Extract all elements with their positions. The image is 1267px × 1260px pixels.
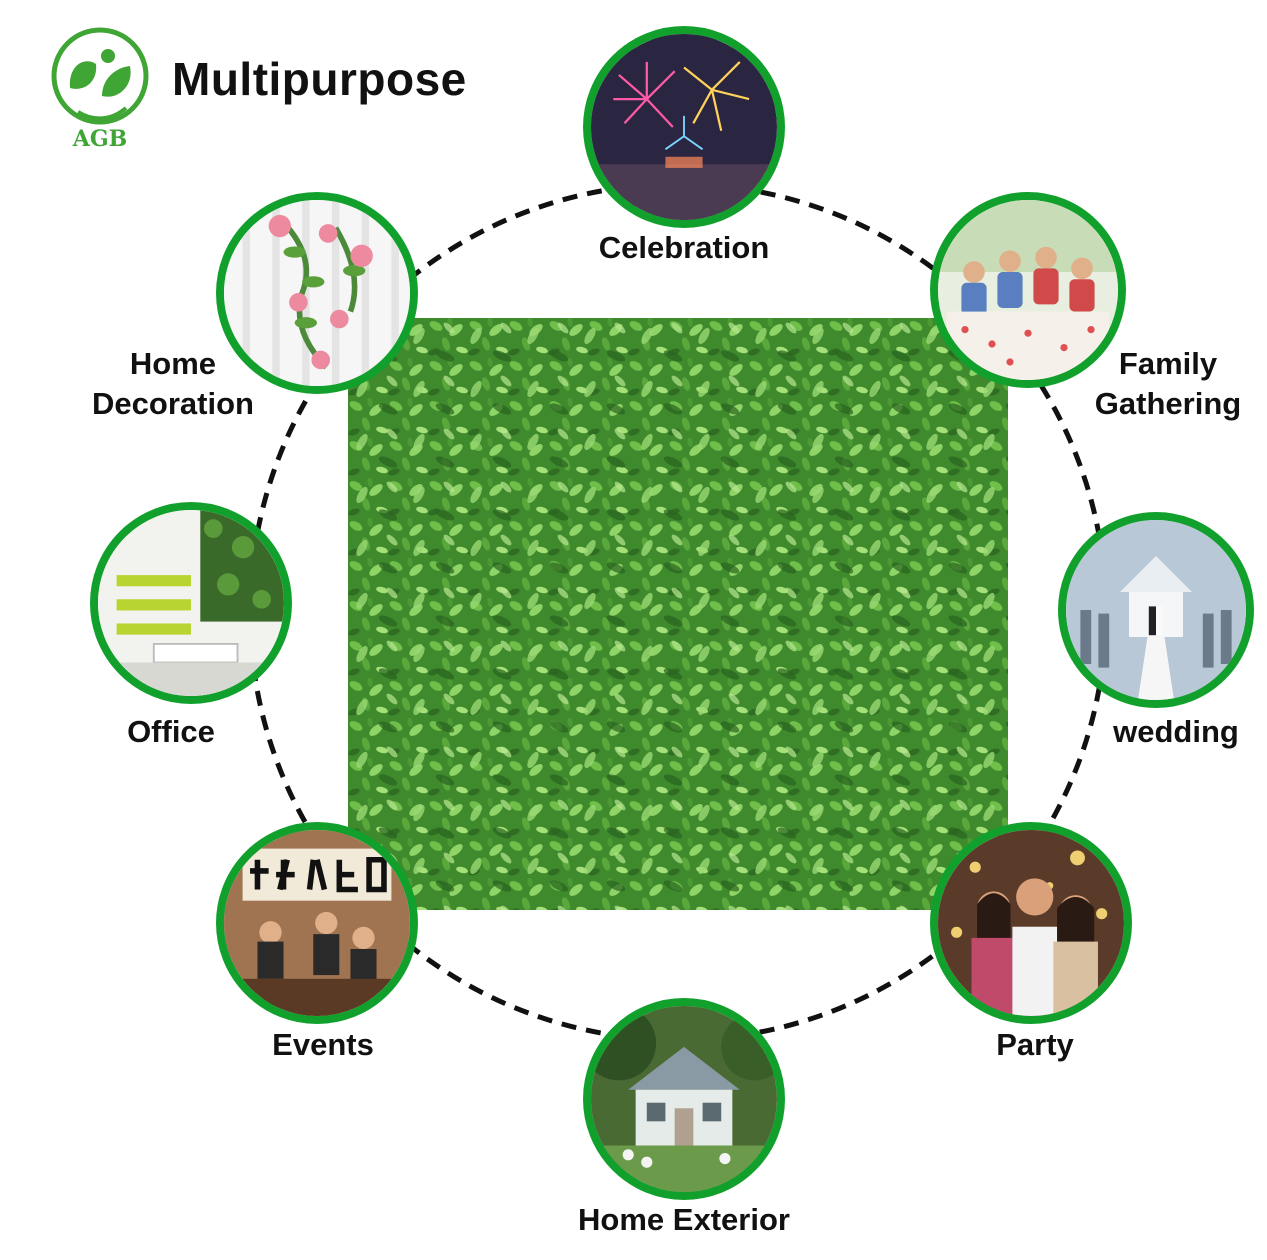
wedding-image [1058, 512, 1254, 708]
leaf-logo-icon [51, 27, 149, 125]
events-image [216, 822, 418, 1024]
wedding-label: wedding [1113, 714, 1239, 749]
agb-logo: AGB [48, 26, 152, 154]
celebration-image [583, 26, 785, 228]
home-exterior-image [583, 998, 785, 1200]
green-wall-panel [348, 318, 1008, 910]
office-interior-icon [98, 510, 284, 696]
page-title: Multipurpose [172, 53, 467, 105]
decoration-label-line1: Home [129, 346, 217, 381]
celebration-label: Celebration [598, 230, 770, 265]
decoration-label-line2: Decoration [92, 386, 254, 421]
logo-text: AGB [72, 126, 128, 152]
party-label: Party [996, 1027, 1074, 1062]
family-gathering-label: Family Gathering [1080, 344, 1256, 424]
flower-vine-icon [224, 200, 410, 386]
family-label-line1: Family [1118, 346, 1218, 381]
home-decoration-image [216, 192, 418, 394]
wedding-aisle-icon [1066, 520, 1246, 700]
home-decoration-label: Home Decoration [78, 344, 268, 424]
family-dinner-icon [938, 200, 1118, 380]
family-label-line2: Gathering [1094, 386, 1242, 421]
home-exterior-label: Home Exterior [578, 1202, 790, 1237]
family-gathering-image [930, 192, 1126, 388]
house-icon [591, 1006, 777, 1192]
fireworks-icon [591, 34, 777, 220]
restaurant-event-icon [224, 830, 410, 1016]
party-sparklers-icon [938, 830, 1124, 1016]
office-image [90, 502, 292, 704]
party-image [930, 822, 1132, 1024]
events-label: Events [272, 1027, 374, 1062]
green-wall-texture [348, 318, 1008, 910]
office-label: Office [127, 714, 215, 749]
